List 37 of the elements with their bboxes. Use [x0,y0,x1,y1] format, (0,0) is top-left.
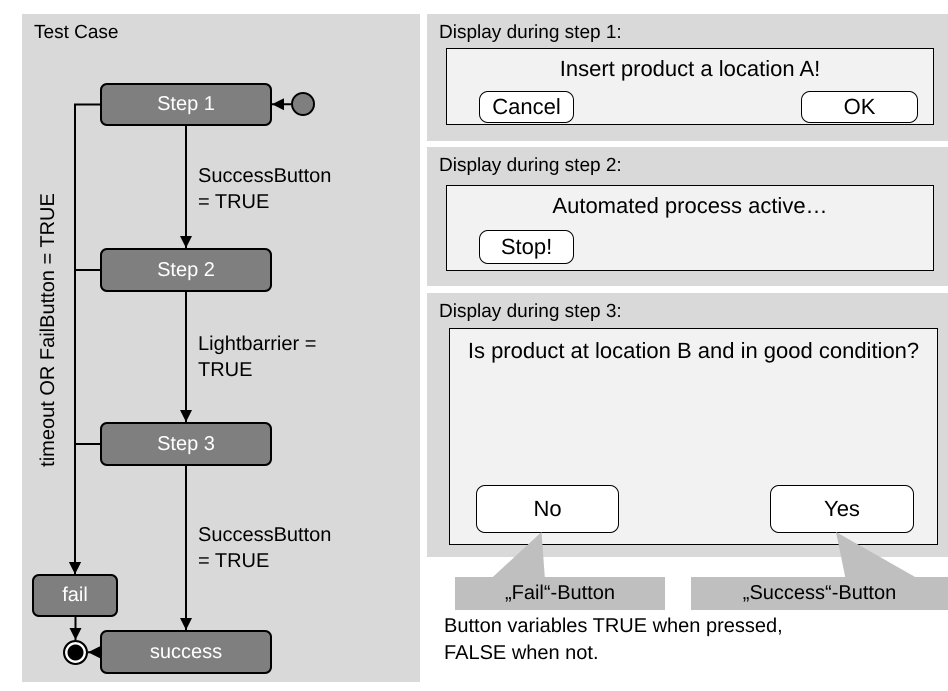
state-box: Step 2 [100,248,272,292]
transition-arrow [69,443,100,574]
transition-arrow [272,98,291,110]
panel-heading: Display during step 3: [439,301,622,323]
state-box: Step 3 [100,422,272,466]
panel-heading: Test Case [34,22,118,44]
panel-heading: Display during step 1: [439,22,622,44]
dialog-button: Yes [770,485,914,533]
edge-label: timeout OR FailButton = TRUE [36,193,60,467]
dialog-message: Is product at location B and in good condition? [466,337,920,365]
dialog-button: Stop! [479,230,574,264]
callout-pointer [836,532,916,577]
test-case-panel [22,14,420,682]
dialog-screen [449,328,938,545]
state-box: Step 1 [100,83,272,126]
state-box: fail [32,574,118,617]
callout-pointer [492,532,545,577]
transition-arrow [88,646,100,658]
display-panel [427,293,948,557]
dialog-button: No [476,485,619,533]
display-panel [427,14,948,141]
dialog-screen [446,185,934,271]
dialog-button: Cancel [479,91,574,123]
panel-heading: Display during step 2: [439,155,622,177]
initial-state-circle [291,92,315,116]
dialog-message: Automated process active… [551,192,829,220]
final-state-circle [63,640,88,665]
transition-arrow [70,617,82,640]
transition-arrow [180,126,192,248]
note-text: Button variables TRUE when pressed, FALSE when not. [444,614,784,666]
dialog-message: Insert product a location A! [558,55,822,83]
dialog-button: OK [801,91,918,123]
dialog-screen [446,48,934,125]
transition-arrow [180,466,192,630]
transition-arrow [180,292,192,422]
state-box: success [100,630,272,674]
display-panel [427,147,948,286]
